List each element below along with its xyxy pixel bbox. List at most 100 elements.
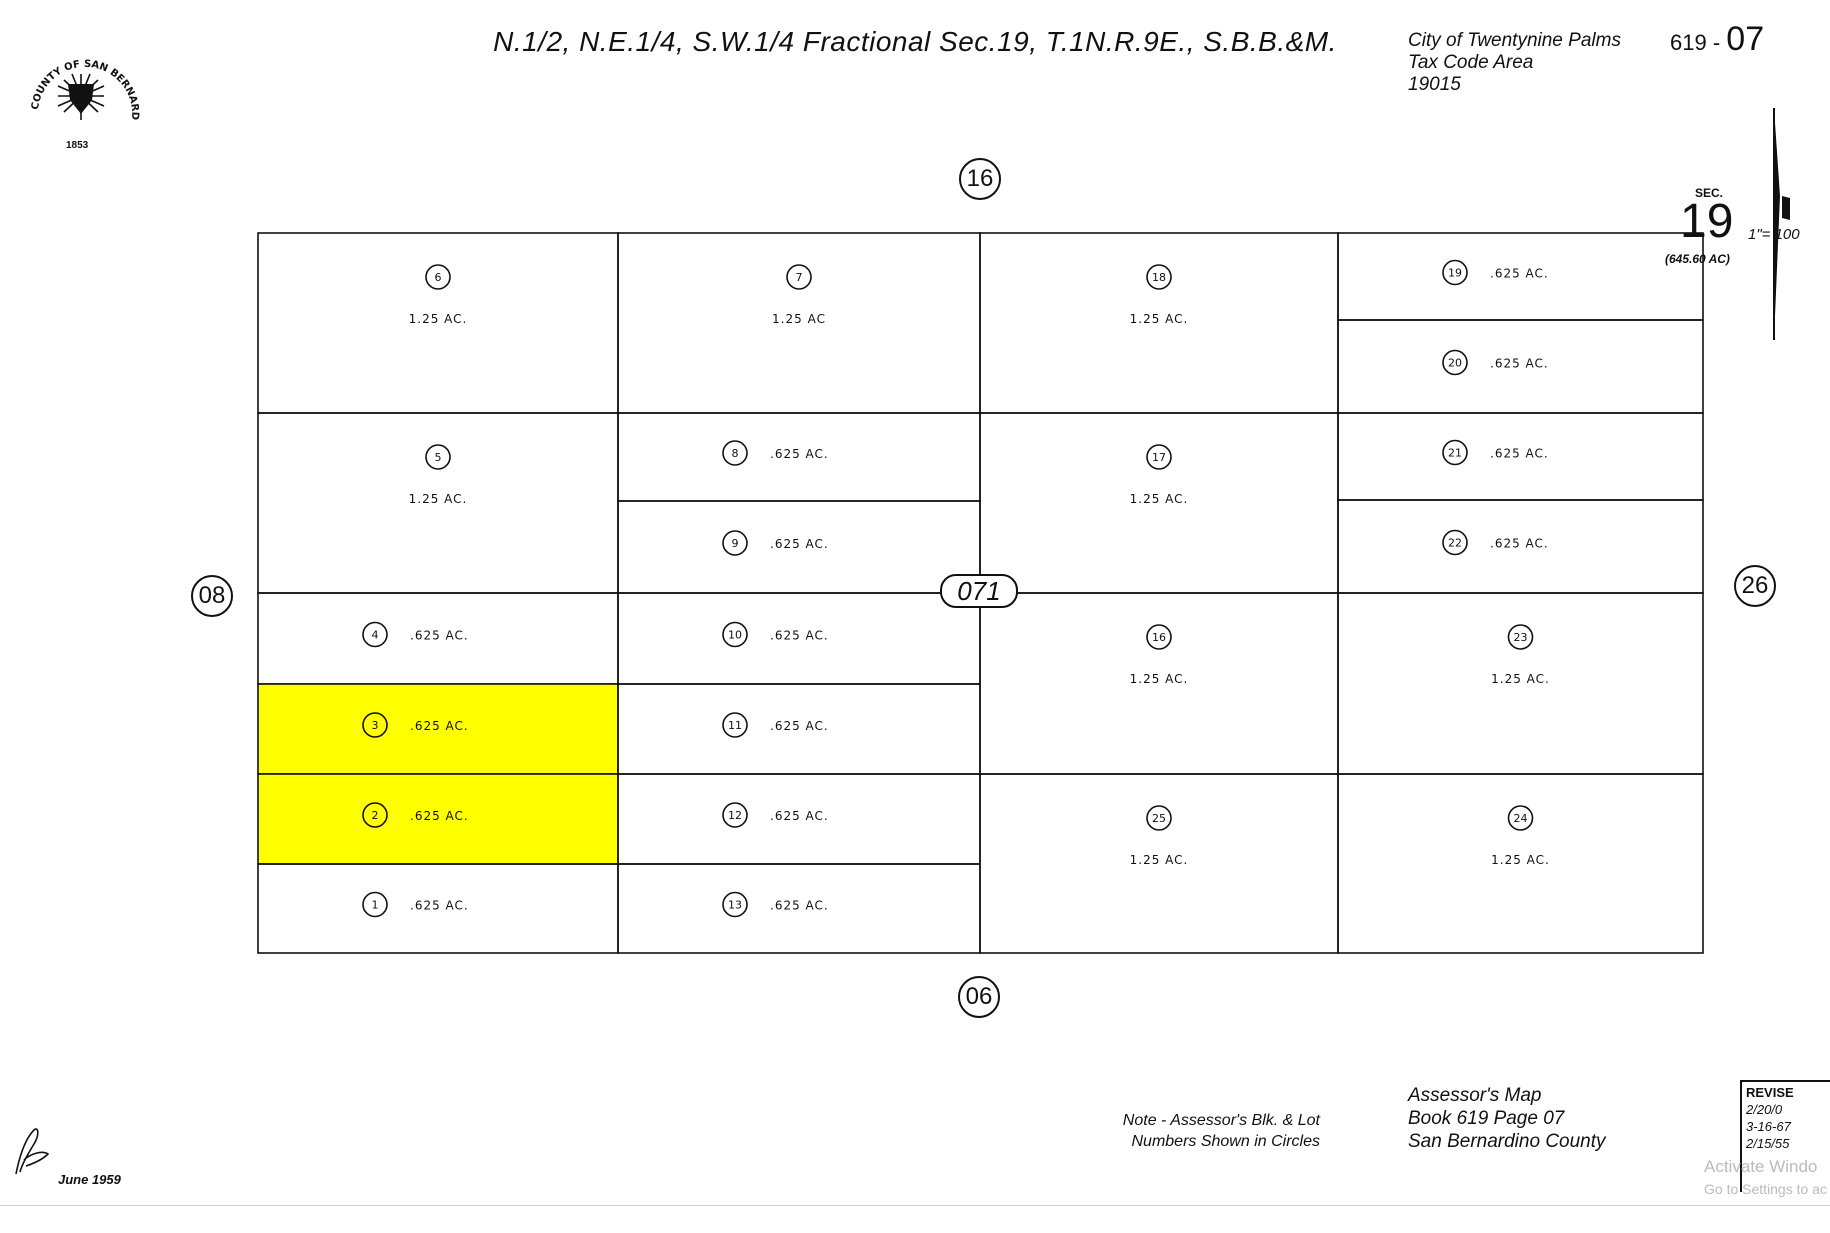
- parcel-number-circle: [722, 891, 748, 918]
- watermark-line-1: Activate Windo: [1704, 1157, 1818, 1176]
- adjacent-map-east[interactable]: 26: [1734, 565, 1776, 607]
- parcel-22[interactable]: 22 .625 AC.: [1337, 499, 1704, 594]
- parcel-number: 10: [728, 629, 742, 642]
- parcel-number-circle: [1146, 264, 1172, 290]
- seal-year: 1853: [66, 140, 89, 151]
- parcel-area: .625 AC.: [770, 809, 829, 823]
- parcel-2[interactable]: 2 .625 AC.: [257, 773, 619, 865]
- parcel-number-circle: [425, 264, 451, 290]
- parcel-9[interactable]: 9 .625 AC.: [617, 500, 981, 594]
- parcel-number-circle: [1507, 805, 1534, 831]
- parcel-3[interactable]: 3.625 AC.: [257, 683, 619, 775]
- parcel-number: 17: [1152, 451, 1166, 464]
- parcel-23[interactable]: 231.25 AC.: [1337, 592, 1704, 775]
- parcel-7[interactable]: 71.25 AC: [617, 232, 981, 414]
- parcel-area: .625 AC.: [770, 447, 829, 461]
- parcel-5[interactable]: 5 1.25 AC.: [257, 412, 619, 594]
- map-book-number: 619 -: [1670, 30, 1721, 55]
- parcel-area: .625 AC.: [1490, 447, 1549, 461]
- parcel-number: 9: [732, 537, 739, 550]
- parcel-17[interactable]: 171.25 AC.: [979, 412, 1339, 594]
- parcel-area: .625 AC.: [770, 719, 829, 733]
- parcel-number-circle: [722, 440, 748, 466]
- parcel-20[interactable]: 20 .625 AC.: [1337, 319, 1704, 414]
- parcel-number: 19: [1448, 267, 1462, 280]
- parcel-area: .625 AC.: [1490, 357, 1549, 371]
- parcel-number: 12: [728, 809, 742, 822]
- parcel-number: 5: [435, 451, 442, 464]
- parcel-24[interactable]: 24 1.25 AC.: [1337, 773, 1704, 954]
- parcel-number-circle: [1146, 624, 1172, 650]
- parcel-area: .625 AC.: [410, 809, 469, 823]
- parcel-number: 20: [1448, 357, 1462, 370]
- parcel-area: 1.25 AC.: [409, 492, 468, 506]
- revise-date-1: 2/20/0: [1746, 1102, 1783, 1117]
- parcel-number: 16: [1152, 631, 1166, 644]
- parcel-number: 22: [1448, 537, 1462, 550]
- parcel-boundary: [257, 773, 619, 865]
- parcel-number: 4: [372, 629, 379, 642]
- parcel-area: 1.25 AC.: [1130, 853, 1189, 867]
- map-page-number: 07: [1726, 20, 1765, 58]
- parcel-number-circle: [1146, 805, 1172, 831]
- parcel-19[interactable]: 19 .625 AC.: [1337, 232, 1704, 321]
- parcel-number-circle: [362, 621, 388, 648]
- parcel-10[interactable]: 10.625 AC.: [617, 592, 981, 685]
- map-number: 619 - 07: [1670, 20, 1764, 59]
- section-area: (645.60 AC): [1665, 252, 1730, 266]
- parcel-1[interactable]: 1.625 AC.: [257, 863, 619, 954]
- section-number: 19: [1680, 195, 1734, 248]
- parcel-number: 24: [1514, 812, 1528, 825]
- parcel-number: 2: [372, 809, 379, 822]
- tax-code-label: Tax Code Area: [1408, 52, 1534, 73]
- parcel-number: 11: [728, 719, 742, 732]
- parcel-area: .625 AC.: [1490, 537, 1549, 551]
- parcel-16[interactable]: 161.25 AC.: [979, 592, 1339, 775]
- parcel-area: 1.25 AC.: [1130, 312, 1189, 326]
- parcel-13[interactable]: 13.625 AC.: [617, 863, 981, 954]
- parcel-6[interactable]: 61.25 AC.: [257, 232, 619, 414]
- parcel-area: .625 AC.: [770, 537, 829, 551]
- parcel-4[interactable]: 4.625 AC.: [257, 592, 619, 685]
- parcel-12[interactable]: 12 .625 AC.: [617, 773, 981, 865]
- city-name: City of Twentynine Palms: [1408, 30, 1621, 51]
- parcel-area: 1.25 AC: [772, 312, 826, 326]
- parcel-area: 1.25 AC.: [1491, 853, 1550, 867]
- tax-code-number: 19015: [1408, 74, 1461, 95]
- page-bottom-edge: [0, 1205, 1830, 1206]
- north-arrow-icon: [1773, 108, 1790, 340]
- parcel-18[interactable]: 181.25 AC.: [979, 232, 1339, 414]
- book-line-2: Book 619 Page 07: [1408, 1108, 1565, 1129]
- adjacent-map-west[interactable]: 08: [191, 575, 233, 617]
- revise-date-3: 2/15/55: [1746, 1136, 1790, 1151]
- parcel-21[interactable]: 21.625 AC.: [1337, 412, 1704, 501]
- parcel-number-circle: [722, 712, 748, 738]
- parcel-number-circle: [362, 802, 388, 828]
- parcel-area: .625 AC.: [770, 899, 829, 913]
- signature-icon: [15, 1128, 50, 1175]
- block-number: 071: [940, 574, 1018, 608]
- revise-title: REVISE: [1746, 1085, 1794, 1100]
- parcel-number-circle: [1507, 624, 1534, 650]
- parcel-number-circle: [1442, 529, 1468, 556]
- parcel-11[interactable]: 11 .625 AC.: [617, 683, 981, 775]
- activate-windows-watermark: Activate Windo Go to Settings to ac: [1704, 1156, 1827, 1200]
- parcel-number: 6: [435, 271, 442, 284]
- parcel-number-circle: [1442, 439, 1468, 466]
- county-seal-icon: COUNTY OF SAN BERNARDINO: [22, 40, 140, 120]
- parcel-8[interactable]: 8.625 AC.: [617, 412, 981, 502]
- parcel-number-circle: [1442, 259, 1468, 286]
- section-label: SEC.: [1695, 186, 1724, 200]
- parcel-area: .625 AC.: [1490, 267, 1549, 281]
- parcel-number-circle: [722, 530, 748, 556]
- parcel-boundary: [1337, 773, 1704, 954]
- parcel-number-circle: [722, 802, 748, 828]
- parcel-25[interactable]: 251.25 AC.: [979, 773, 1339, 954]
- revise-date-2: 3-16-67: [1746, 1119, 1791, 1134]
- revision-box: REVISE 2/20/0 3-16-67 2/15/55: [1740, 1080, 1830, 1192]
- adjacent-map-south[interactable]: 06: [958, 976, 1000, 1018]
- map-note: Note - Assessor's Blk. & Lot Numbers Sho…: [1082, 1110, 1320, 1152]
- adjacent-map-north[interactable]: 16: [959, 158, 1001, 200]
- map-date: June 1959: [58, 1172, 121, 1187]
